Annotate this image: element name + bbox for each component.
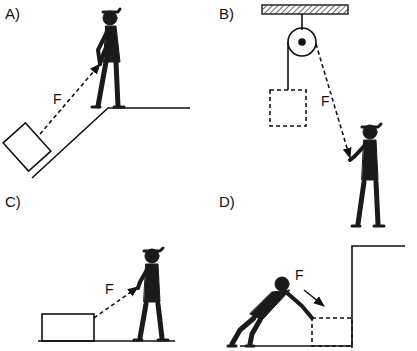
crate [42, 314, 94, 341]
pulley-axle [299, 39, 305, 45]
ramp [32, 108, 190, 178]
ceiling [262, 5, 348, 14]
rope-force [40, 64, 100, 134]
panel-letter: A) [4, 6, 21, 21]
person [134, 248, 168, 340]
crate [270, 90, 306, 126]
pulley [288, 28, 316, 56]
rope [287, 42, 289, 90]
floor [240, 345, 352, 347]
rope-force [316, 44, 350, 158]
person [350, 124, 384, 226]
wall [352, 246, 405, 348]
force-label: F [104, 282, 115, 296]
crate [3, 123, 51, 171]
force-label: F [52, 92, 63, 106]
force-label: F [294, 268, 305, 282]
rope-force [94, 287, 138, 318]
force-arrow [304, 290, 324, 306]
panel-letter: B) [218, 6, 235, 21]
person [228, 277, 312, 346]
panel-letter: D) [218, 194, 236, 209]
person [92, 9, 124, 107]
crate [312, 318, 352, 346]
force-label: F [320, 94, 331, 108]
panel-letter: C) [4, 194, 22, 209]
